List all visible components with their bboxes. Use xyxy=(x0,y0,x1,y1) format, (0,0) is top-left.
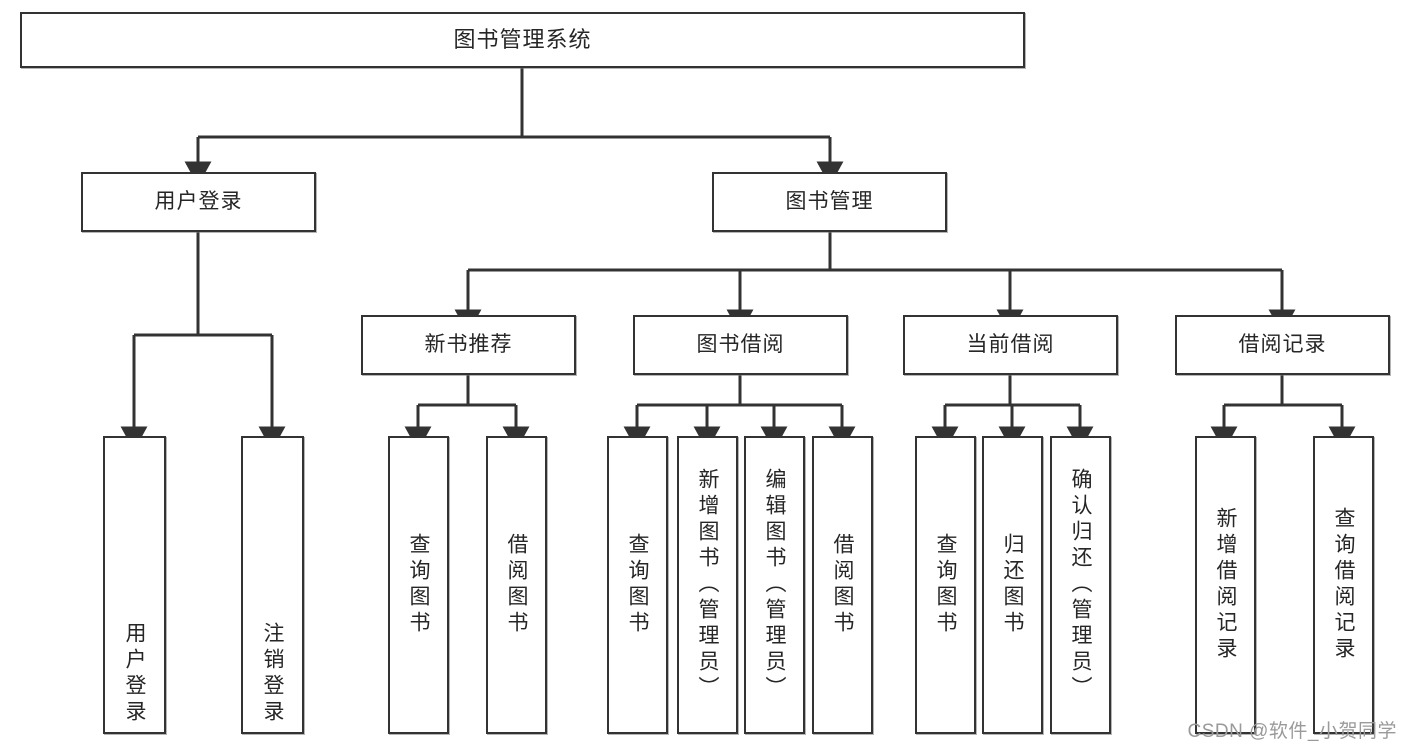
leaf-current-query-book[interactable]: 查询图书 xyxy=(915,436,976,734)
node-label: 查询图书 xyxy=(626,533,649,637)
node-label: 借阅图书 xyxy=(505,533,528,637)
node-book-management[interactable]: 图书管理 xyxy=(712,172,947,232)
leaf-current-return-book[interactable]: 归还图书 xyxy=(982,436,1043,734)
node-label: 图书管理系统 xyxy=(453,27,592,53)
leaf-user-login[interactable]: 用户登录 xyxy=(103,436,166,734)
leaf-logout[interactable]: 注销登录 xyxy=(241,436,304,734)
node-borrow-records[interactable]: 借阅记录 xyxy=(1175,315,1390,375)
node-label: 查询图书 xyxy=(407,533,430,637)
node-label: 新增借阅记录 xyxy=(1214,507,1237,663)
node-label: 用户登录 xyxy=(123,622,146,726)
node-current-borrow[interactable]: 当前借阅 xyxy=(903,315,1118,375)
leaf-records-query-record[interactable]: 查询借阅记录 xyxy=(1313,436,1374,734)
node-new-book-recommend[interactable]: 新书推荐 xyxy=(361,315,576,375)
leaf-recommend-query-book[interactable]: 查询图书 xyxy=(388,436,449,734)
node-label: 新书推荐 xyxy=(424,332,513,356)
node-label: 图书借阅 xyxy=(696,332,785,356)
node-label: 注销登录 xyxy=(261,622,284,726)
leaf-records-add-record[interactable]: 新增借阅记录 xyxy=(1195,436,1256,734)
node-label: 新增图书（管理员） xyxy=(696,468,719,702)
node-label: 确认归还（管理员） xyxy=(1069,468,1092,702)
node-label: 编辑图书（管理员） xyxy=(763,468,786,702)
leaf-borrow-borrow-book[interactable]: 借阅图书 xyxy=(812,436,873,734)
node-label: 借阅图书 xyxy=(831,533,854,637)
node-label: 当前借阅 xyxy=(966,332,1055,356)
node-book-borrow[interactable]: 图书借阅 xyxy=(633,315,848,375)
leaf-borrow-edit-book-admin[interactable]: 编辑图书（管理员） xyxy=(744,436,805,734)
node-label: 用户登录 xyxy=(154,189,243,213)
node-label: 查询图书 xyxy=(934,533,957,637)
node-root[interactable]: 图书管理系统 xyxy=(20,12,1025,68)
node-label: 归还图书 xyxy=(1001,533,1024,637)
leaf-current-confirm-return-admin[interactable]: 确认归还（管理员） xyxy=(1050,436,1111,734)
node-label: 查询借阅记录 xyxy=(1332,507,1355,663)
node-label: 借阅记录 xyxy=(1238,332,1327,356)
node-user-login[interactable]: 用户登录 xyxy=(81,172,316,232)
node-label: 图书管理 xyxy=(785,189,874,213)
leaf-recommend-borrow-book[interactable]: 借阅图书 xyxy=(486,436,547,734)
leaf-borrow-add-book-admin[interactable]: 新增图书（管理员） xyxy=(677,436,738,734)
watermark: CSDN @软件_小贺同学 xyxy=(1187,721,1397,742)
leaf-borrow-query-book[interactable]: 查询图书 xyxy=(607,436,668,734)
